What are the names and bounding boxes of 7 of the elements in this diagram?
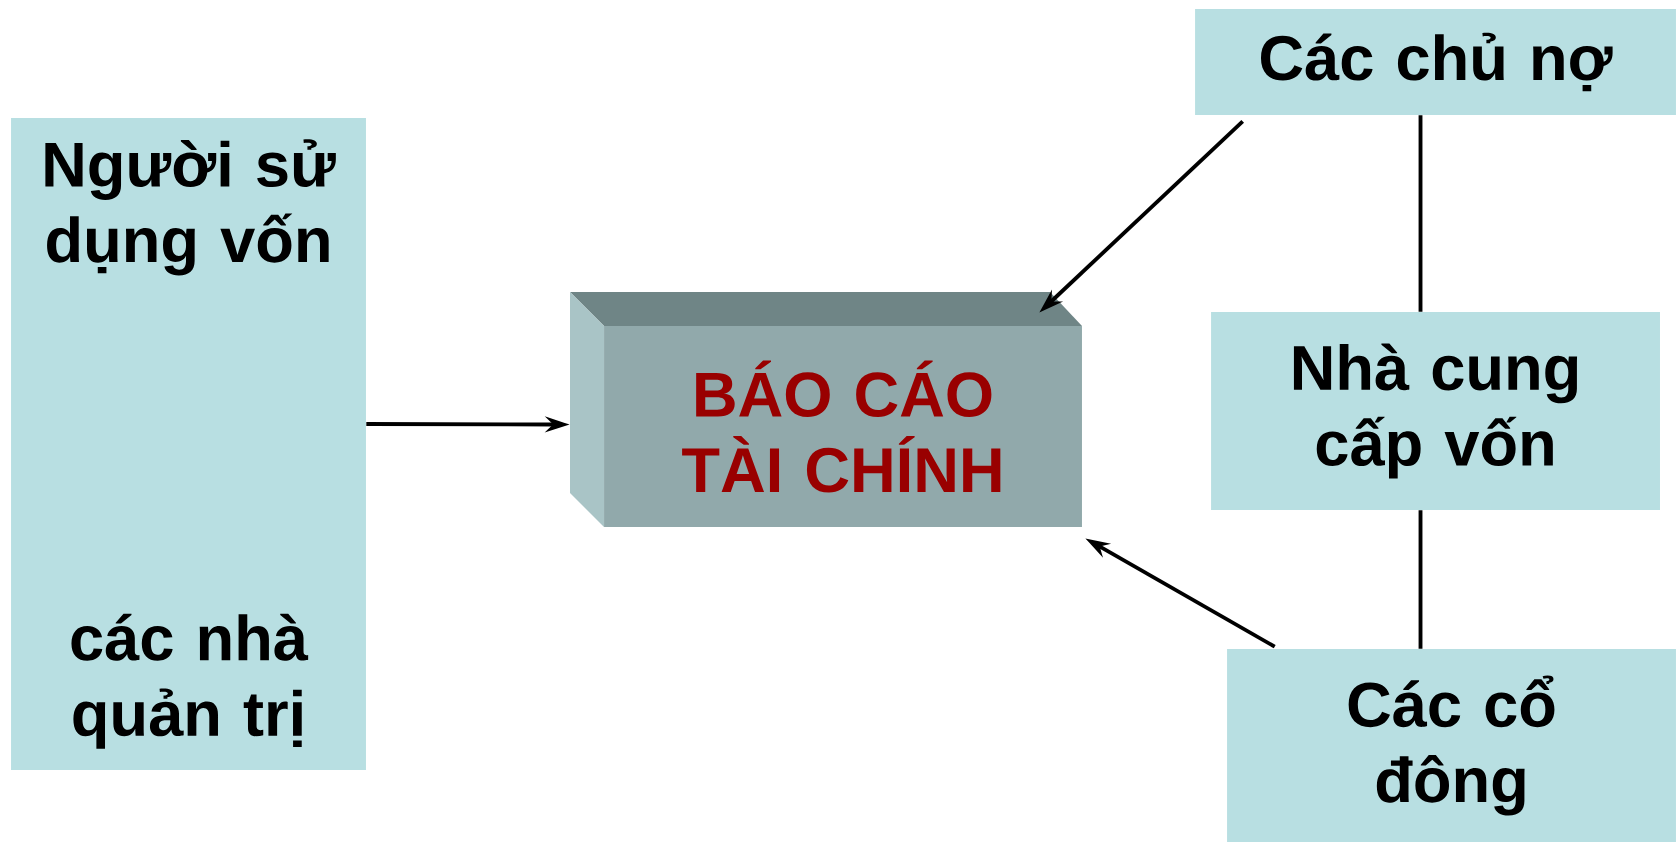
creditor-box: Các chủ nợ bbox=[1195, 9, 1676, 115]
supplier-box: Nhà cung cấp vốn bbox=[1211, 312, 1660, 510]
shareholder-box: Các cổ đông bbox=[1227, 649, 1676, 842]
report-block: BÁO CÁO TÀI CHÍNH bbox=[570, 292, 1082, 527]
user-box: Người sử dụng vốn các nhà quản trị bbox=[11, 118, 366, 770]
connector-line bbox=[1418, 510, 1423, 649]
connector-line bbox=[1418, 115, 1423, 312]
